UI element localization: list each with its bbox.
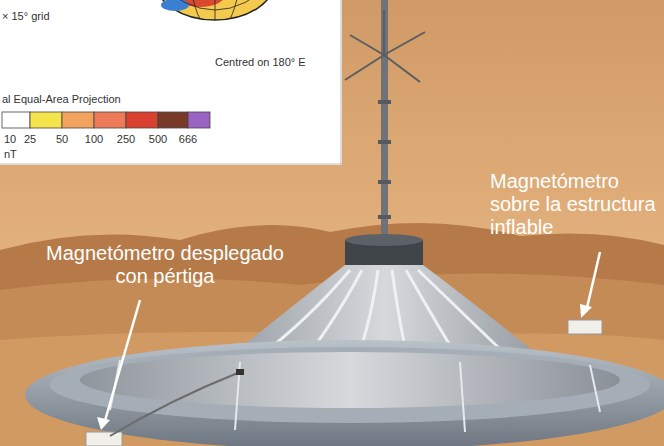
unit-label: nT: [4, 148, 44, 161]
grid-note: × 15° grid: [2, 10, 122, 23]
projection-centre: Centred on 180° E: [215, 56, 340, 69]
projection-name: al Equal-Area Projection: [2, 93, 202, 106]
scale-value: 500: [149, 133, 167, 146]
callout-label: Magnetómetro sobre la estructura inflabl…: [490, 170, 660, 239]
scale-value: 10: [4, 133, 16, 146]
callout-label: Magnetómetro desplegado con pértiga: [35, 242, 295, 288]
scale-value: 666: [179, 133, 197, 146]
scale-value: 100: [85, 133, 103, 146]
scale-value: 50: [56, 133, 68, 146]
scale-value: 25: [24, 133, 36, 146]
scale-value: 250: [117, 133, 135, 146]
